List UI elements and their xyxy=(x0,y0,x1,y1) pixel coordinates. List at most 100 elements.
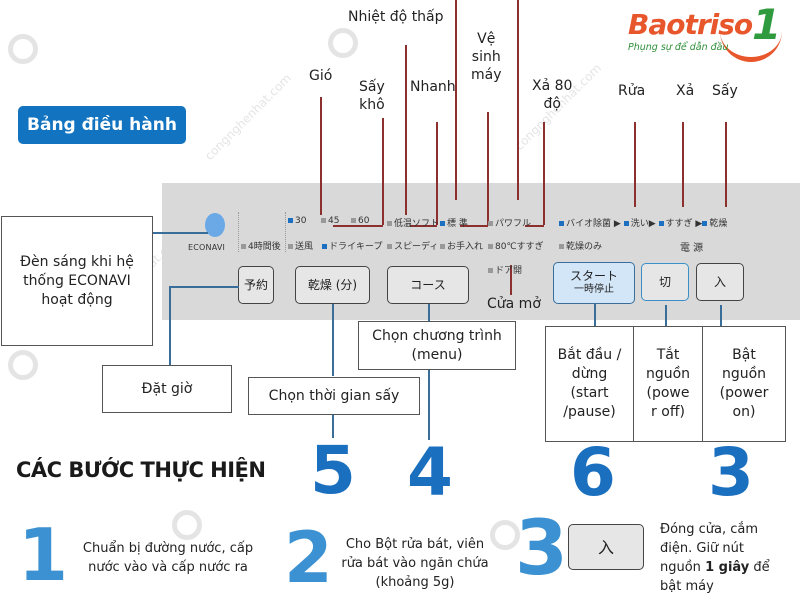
step-number-4: 4 xyxy=(407,434,453,511)
indicator-off-icon xyxy=(488,244,493,249)
leader-xa-80 xyxy=(543,122,545,225)
label-say: Sấy xyxy=(712,83,738,99)
indicator-off-icon xyxy=(488,221,493,226)
indicator-low-soft: 低温ソフト xyxy=(387,216,439,229)
leader-nhanh-h xyxy=(410,225,437,227)
leader-say-kho-h xyxy=(333,225,383,227)
indicator-off-icon xyxy=(241,244,246,249)
indicator-30-text: 30 xyxy=(295,216,307,226)
econavi-lamp-icon xyxy=(205,213,225,237)
power-off-button[interactable]: 切 xyxy=(641,263,689,301)
indicator-on-icon xyxy=(440,221,445,226)
callout-off-l4: r off) xyxy=(651,404,685,420)
indicator-on-icon xyxy=(559,221,564,226)
step-3-power-on-button[interactable]: 入 xyxy=(568,524,644,570)
leader-cua-mo xyxy=(510,265,512,295)
leader-gio xyxy=(320,97,322,215)
start-label: スタート xyxy=(569,269,618,283)
indicator-speedy: スピーディ xyxy=(387,239,438,252)
indicator-on-icon xyxy=(623,221,629,226)
leader-tieu-chuan xyxy=(455,0,457,200)
label-ve-sinh-l1: Vệ xyxy=(477,31,496,47)
leader-timer-h xyxy=(169,286,239,288)
leader-econavi-h xyxy=(153,232,208,234)
indicator-30: 30 xyxy=(288,216,306,226)
indicator-off-icon xyxy=(387,221,392,226)
callout-off-l2: nguồn xyxy=(645,366,691,382)
leader-xa xyxy=(682,122,684,207)
logo-brand: Baotriso xyxy=(628,8,753,41)
dry-minutes-button[interactable]: 乾燥 (分) xyxy=(295,266,370,304)
leader-say xyxy=(725,122,727,207)
watermark-logo-icon xyxy=(8,34,38,64)
indicator-powerful-text: パワフル xyxy=(495,219,532,229)
indicator-cleaning-text: お手入れ xyxy=(447,242,484,252)
indicator-cycle: バイオ除菌 ▶ 洗い▶ すすぎ ▶乾燥 xyxy=(559,216,727,229)
arrow-right-icon: ▶ xyxy=(613,219,621,229)
callout-dry-time: Chọn thời gian sấy xyxy=(248,377,420,415)
page-title: Bảng điều hành xyxy=(18,106,186,144)
leader-rua xyxy=(634,122,636,207)
label-xa-80-do: Xả 80 độ xyxy=(532,77,572,113)
callout-econavi-l1: Đèn sáng khi hệ xyxy=(20,253,134,270)
callout-power-off: Tắt nguồn (powe r off) xyxy=(633,326,703,442)
step-3-text-l4: bật máy xyxy=(660,579,714,594)
callout-econavi: Đèn sáng khi hệ thống ECONAVI hoạt động xyxy=(1,216,153,346)
callout-power-on: Bật nguồn (power on) xyxy=(702,326,786,442)
start-pause-button[interactable]: スタート 一時停止 xyxy=(553,262,635,304)
indicator-4h-text: 4時間後 xyxy=(248,242,281,252)
power-on-button[interactable]: 入 xyxy=(696,263,744,301)
callout-timer: Đặt giờ xyxy=(102,365,232,413)
indicator-powerful: パワフル xyxy=(488,216,531,229)
indicator-off-icon xyxy=(440,244,445,249)
reserve-button[interactable]: 予約 xyxy=(238,266,274,304)
watermark-logo-icon xyxy=(8,350,38,380)
callout-on-l3: (power xyxy=(719,385,769,401)
indicator-off-icon xyxy=(288,244,293,249)
label-xa: Xả xyxy=(676,83,695,99)
step-1-number: 1 xyxy=(18,513,69,597)
step-3-text-l2: điện. Giữ nút xyxy=(660,541,744,556)
indicator-fan: 送風 xyxy=(288,239,313,252)
indicator-door-open: ドア開 xyxy=(488,263,522,276)
step-number-5: 5 xyxy=(310,432,356,509)
callout-start-l3: (start xyxy=(570,385,609,401)
leader-timer-v xyxy=(169,286,171,366)
course-button[interactable]: コース xyxy=(387,266,469,304)
leader-course-v2 xyxy=(428,370,430,440)
indicator-drykeep: ドライキープ xyxy=(322,239,382,252)
indicator-60-text: 60 xyxy=(358,216,370,226)
indicator-rinse80-text: 80℃すすぎ xyxy=(495,242,544,252)
step-3-text-l3-pre: nguồn xyxy=(660,560,706,575)
econavi-label: ECONAVI xyxy=(188,243,226,252)
leader-dry-v xyxy=(332,304,334,376)
indicator-on-icon xyxy=(288,218,293,223)
leader-nhanh xyxy=(436,122,438,225)
callout-start-l2: dừng xyxy=(571,366,608,382)
step-1-text-l2: nước vào và cấp nước ra xyxy=(88,560,248,575)
indicator-drykeep-text: ドライキープ xyxy=(329,242,383,252)
logo-slogan: Phụng sự để dẫn đầu xyxy=(628,42,729,53)
leader-say-kho xyxy=(382,118,384,225)
watermark-logo-icon xyxy=(490,520,520,550)
step-3-number: 3 xyxy=(515,503,568,592)
indicator-dry-text: 乾燥 xyxy=(709,219,728,229)
indicator-dry-only: 乾燥のみ xyxy=(559,239,602,252)
step-2-text: Cho Bột rửa bát, viên rửa bát vào ngăn c… xyxy=(335,535,495,592)
callout-program-l1: Chọn chương trình xyxy=(372,327,502,344)
step-number-3: 3 xyxy=(708,434,754,511)
indicator-dry-only-text: 乾燥のみ xyxy=(566,242,603,252)
label-gio: Gió xyxy=(309,68,333,84)
indicator-fan-text: 送風 xyxy=(295,242,314,252)
indicator-45-text: 45 xyxy=(328,216,340,226)
label-ve-sinh-may: Vệ sinh máy xyxy=(471,30,502,84)
indicator-wash-text: 洗い xyxy=(630,219,649,229)
leader-off-v xyxy=(665,305,667,326)
watermark-text: congnghenhat.com xyxy=(202,71,295,163)
indicator-standard: 標 準 xyxy=(440,216,468,229)
label-ve-sinh-l3: máy xyxy=(471,67,502,83)
label-nhiet-do-thap: Nhiệt độ thấp xyxy=(348,9,444,25)
callout-on-l1: Bật xyxy=(732,347,756,363)
indicator-45: 45 xyxy=(321,216,339,226)
indicator-off-icon xyxy=(488,268,493,273)
